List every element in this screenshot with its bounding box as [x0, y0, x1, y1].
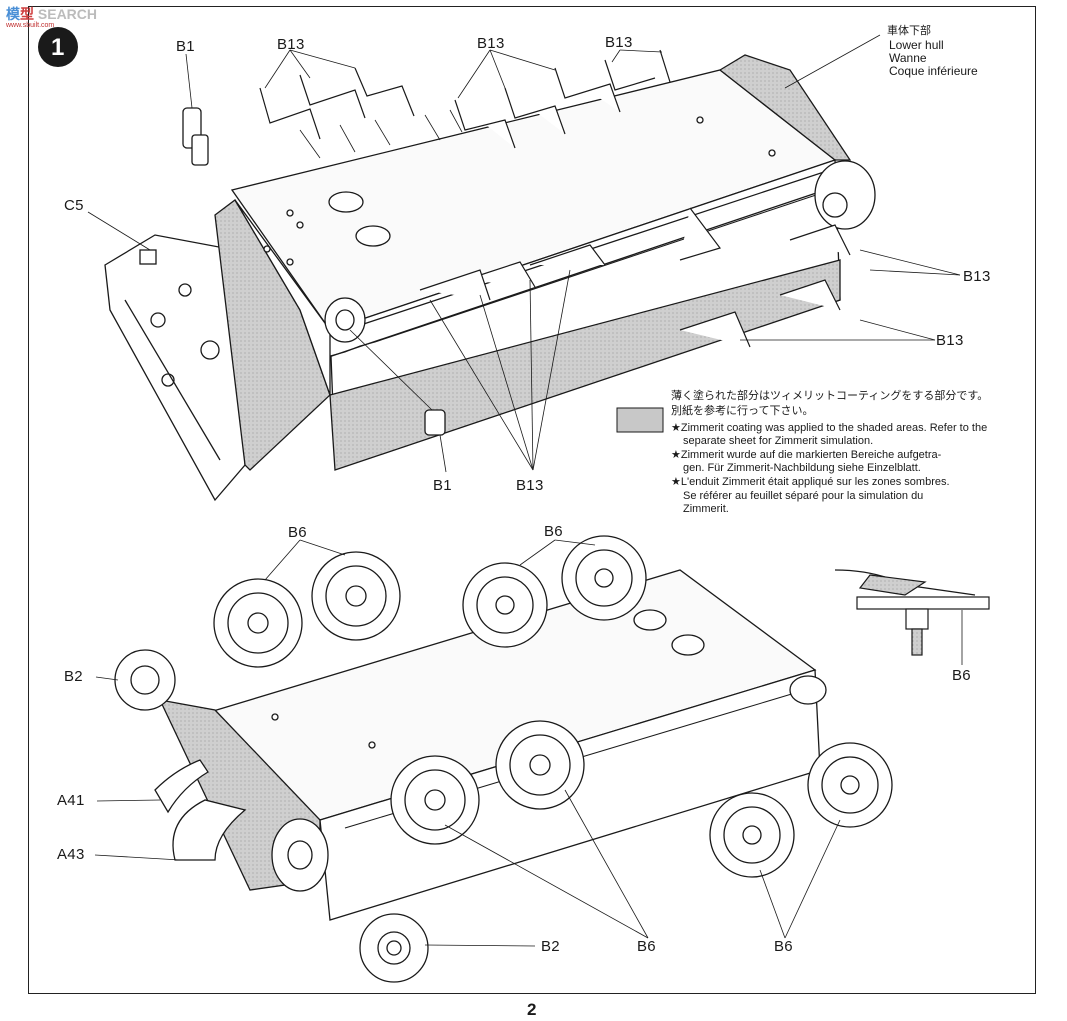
label-b13-a: B13	[277, 36, 305, 53]
label-b13-right1: B13	[963, 268, 991, 285]
leader-lines-bottom	[94, 539, 963, 947]
label-b13-b: B13	[477, 35, 505, 52]
watermark-url: www.sbuilt.com	[6, 22, 55, 29]
note-english-2: separate sheet for Zimmerit simulation.	[683, 435, 874, 447]
note-german-1: ★Zimmerit wurde auf die markierten Berei…	[671, 449, 942, 461]
label-b1-bottom: B1	[433, 477, 452, 494]
note-japanese-1: 薄く塗られた部分はツィメリットコーティングをする部分です。	[671, 390, 989, 402]
label-b2-bottom: B2	[541, 938, 560, 955]
label-b13-right2: B13	[936, 332, 964, 349]
leader-lines-top	[87, 34, 961, 473]
label-b1-top: B1	[176, 38, 195, 55]
label-b6-c: B6	[637, 938, 656, 955]
hull-label-japanese: 車体下部	[887, 25, 931, 37]
lower-hull-top-view	[104, 49, 876, 502]
watermark-logo: 模型 SEARCH	[6, 6, 98, 22]
watermark-text: SEARCH	[37, 6, 98, 22]
label-b13-bottom: B13	[516, 477, 544, 494]
label-c5: C5	[64, 197, 84, 214]
page-frame	[28, 6, 1036, 994]
note-french-3: Zimmerit.	[683, 503, 729, 515]
label-b2-top: B2	[64, 668, 83, 685]
label-b6-detail: B6	[952, 667, 971, 684]
label-b6-a: B6	[288, 524, 307, 541]
label-b6-b: B6	[544, 523, 563, 540]
b6-detail-inset	[834, 569, 990, 656]
note-french-2: Se référer au feuillet séparé pour la si…	[683, 490, 924, 502]
hull-label-french: Coque inférieure	[889, 64, 978, 78]
note-english-1: ★Zimmerit coating was applied to the sha…	[671, 422, 988, 434]
label-a43: A43	[57, 846, 85, 863]
note-japanese-2: 別紙を参考に行って下さい。	[671, 405, 814, 417]
hull-label-german: Wanne	[889, 51, 927, 65]
note-german-2: gen. Für Zimmerit-Nachbildung siehe Einz…	[683, 462, 921, 474]
note-french-1: ★L'enduit Zimmerit était appliqué sur le…	[671, 476, 950, 488]
zimmerit-swatch	[616, 407, 664, 433]
step-number: 1	[51, 34, 65, 61]
page-number: 2	[527, 1000, 537, 1019]
label-a41: A41	[57, 792, 85, 809]
label-b6-d: B6	[774, 938, 793, 955]
hull-label-english: Lower hull	[889, 38, 944, 52]
lower-hull-wheels-view	[114, 535, 893, 983]
label-b13-c: B13	[605, 34, 633, 51]
step-badge	[38, 27, 78, 67]
